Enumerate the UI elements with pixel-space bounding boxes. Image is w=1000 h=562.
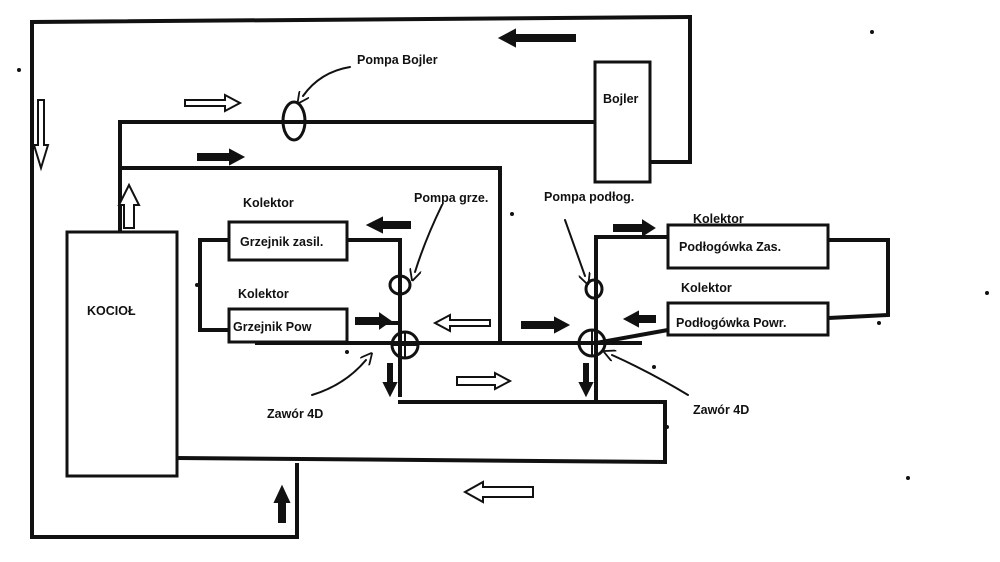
flow-arrow-floor-supply — [613, 219, 656, 237]
grzejnik-pow-box — [227, 307, 349, 344]
pointer-zawor-right — [612, 355, 689, 396]
stray-dots — [17, 30, 989, 480]
floor-return-pipe — [593, 327, 671, 346]
label-bojler: Bojler — [603, 92, 639, 106]
pointer-zawor-left — [311, 360, 366, 396]
podlogowka-zas-box — [666, 223, 830, 270]
labels: Pompa Bojler Bojler Kolektor Kolektor Ko… — [87, 53, 786, 421]
pointer-pompa-bojler — [303, 66, 351, 96]
flow-arrow-down-left — [32, 99, 50, 172]
flow-arrow-left-down — [382, 363, 398, 398]
radiator-branch-pipe — [344, 238, 402, 397]
flow-arrow-kolektor — [365, 216, 411, 234]
label-grzejnik-zasil: Grzejnik zasil. — [240, 235, 323, 249]
label-kolektor-4: Kolektor — [681, 281, 732, 295]
label-kolektor-1: Kolektor — [243, 196, 294, 210]
dot — [870, 30, 874, 34]
bojler-return-pipe — [648, 15, 692, 164]
label-grzejnik-pow: Grzejnik Pow — [233, 320, 312, 334]
flow-arrow-main-left — [432, 313, 491, 333]
dot — [652, 365, 656, 369]
heating-supply-pipe — [118, 166, 502, 345]
flow-arrow-bottom-mid — [456, 371, 513, 391]
bottom-return-pipe — [175, 400, 667, 465]
flow-arrow-right-down — [578, 363, 594, 398]
flow-arrow-bojler — [184, 93, 243, 113]
label-zawor-left: Zawór 4D — [267, 407, 323, 421]
podlogowka-powr-box — [666, 301, 830, 337]
label-podlogowka-powr: Podłogówka Powr. — [676, 316, 786, 330]
flow-arrow-main-right — [521, 316, 571, 334]
dot — [510, 212, 514, 216]
flow-arrows — [32, 28, 656, 523]
grzejnik-zasil-box — [227, 220, 349, 262]
label-pompa-grze: Pompa grze. — [414, 191, 488, 205]
pompa-grze-symbol — [388, 274, 412, 296]
dot — [345, 350, 349, 354]
floor-collector-pipe — [825, 238, 890, 321]
boiler-supply-pipe — [118, 120, 597, 232]
label-podlogowka-zas: Podłogówka Zas. — [679, 240, 781, 254]
label-kociol: KOCIOŁ — [87, 304, 136, 318]
flow-arrow-floor-return — [622, 310, 656, 328]
flow-arrow-grzejnik-pow — [355, 312, 392, 330]
flow-arrow-boiler-up — [117, 182, 141, 229]
flow-arrow-supply — [197, 148, 246, 166]
pointer-lines — [303, 66, 689, 396]
dot — [665, 425, 669, 429]
radiator-collector-pipe — [198, 238, 231, 332]
pompa-podlog-symbol — [584, 278, 604, 300]
label-pompa-bojler: Pompa Bojler — [357, 53, 438, 67]
bojler-box — [593, 60, 652, 184]
flow-arrow-up-bottom — [273, 484, 291, 523]
dot — [985, 291, 989, 295]
dot — [877, 321, 881, 325]
flow-arrow-top-return — [497, 28, 576, 48]
dot — [17, 68, 21, 72]
pompa-bojler-symbol — [281, 100, 307, 142]
label-zawor-right: Zawór 4D — [693, 403, 749, 417]
dot — [906, 476, 910, 480]
pointer-pompa-podlog — [564, 219, 585, 276]
label-pompa-podlog: Pompa podłog. — [544, 190, 634, 204]
flow-arrow-bottom-return — [462, 480, 534, 504]
outer-return-pipe — [30, 14, 693, 539]
label-kolektor-2: Kolektor — [238, 287, 289, 301]
dot — [195, 283, 199, 287]
kociol-box — [65, 230, 179, 478]
boxes — [65, 60, 830, 478]
pointer-pompa-grze — [415, 204, 443, 272]
pipes — [30, 14, 890, 539]
floor-branch-pipe — [594, 235, 670, 404]
pumps-valves — [281, 100, 607, 360]
label-kolektor-3: Kolektor — [693, 212, 744, 226]
